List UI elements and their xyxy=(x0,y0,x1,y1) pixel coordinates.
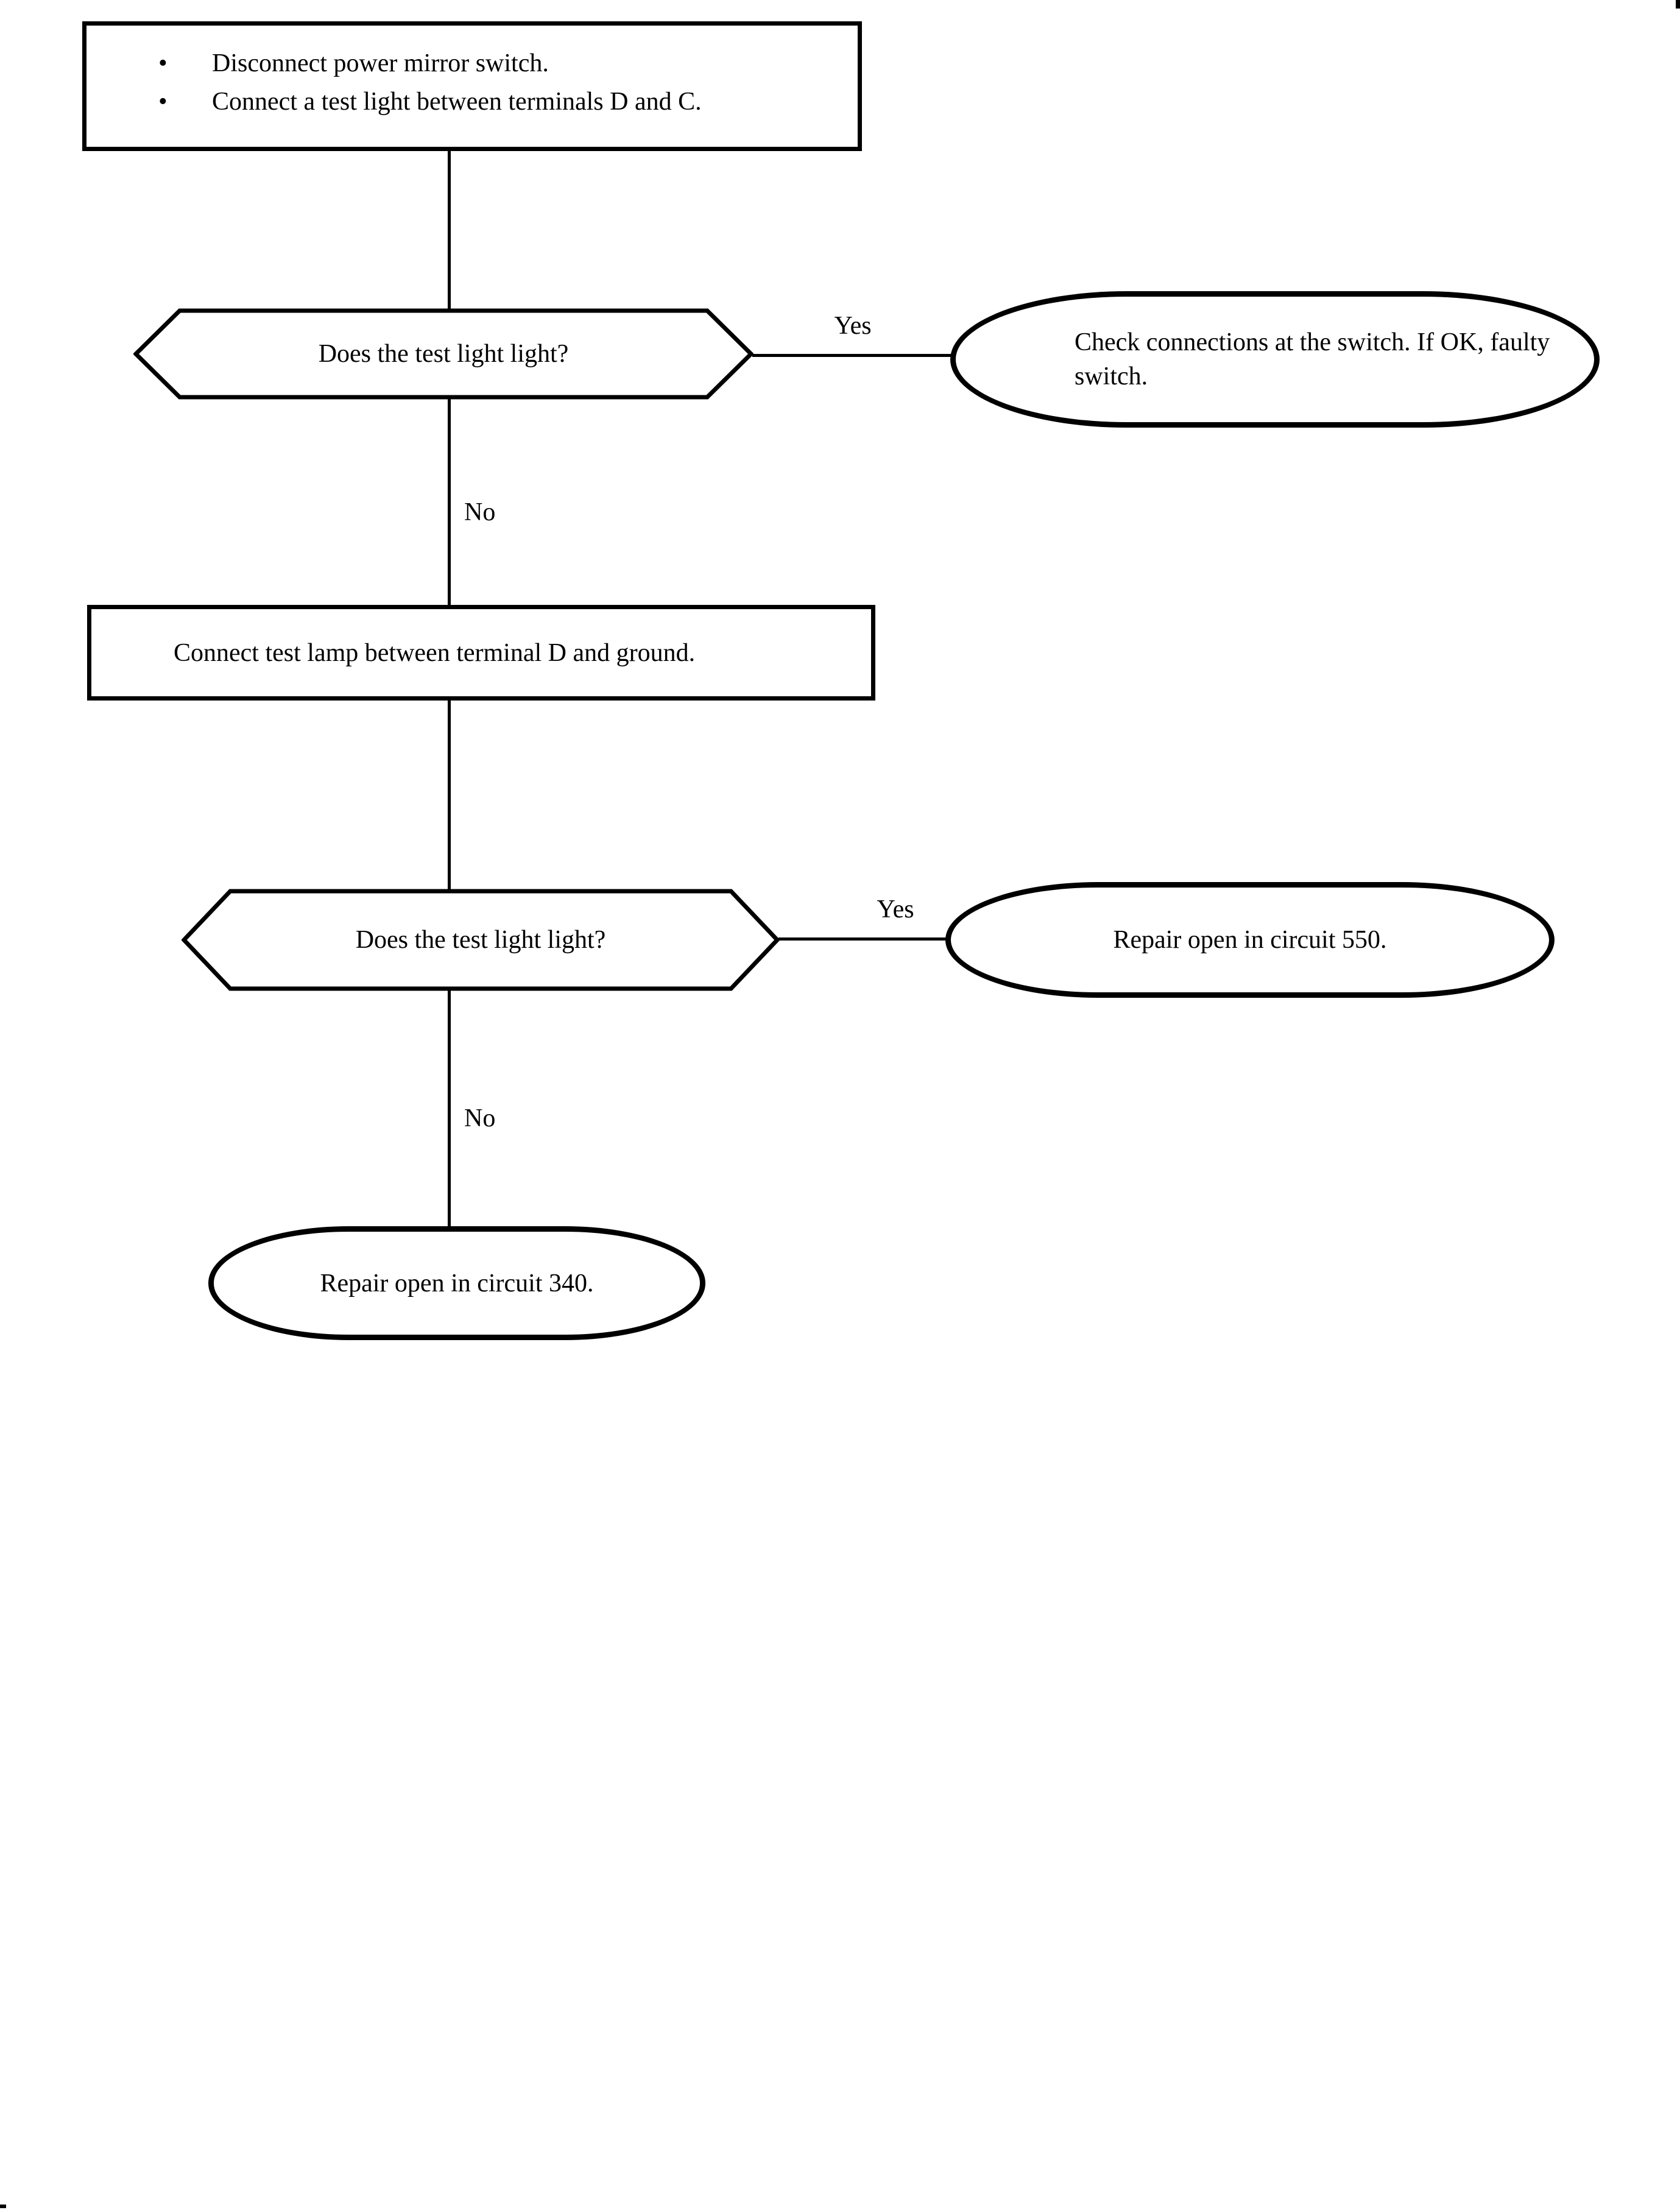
connector-decision2-yes-to-result550 xyxy=(778,937,948,941)
start-box: • Disconnect power mirror switch. • Conn… xyxy=(82,21,862,151)
connector-decision1-no-to-process2 xyxy=(448,398,451,606)
start-box-bullet-row-2: • Connect a test light between terminals… xyxy=(158,82,845,121)
decision-1-hexagon: Does the test light light? xyxy=(133,308,754,400)
hexagon-outline xyxy=(182,889,780,991)
decision-1-question: Does the test light light? xyxy=(318,340,569,368)
connector-decision2-no-to-result340 xyxy=(448,990,451,1227)
result-circuit-550-text: Repair open in circuit 550. xyxy=(1113,926,1387,954)
bullet-icon: • xyxy=(158,49,168,77)
process-2-box: Connect test lamp between terminal D and… xyxy=(87,605,875,701)
scan-artifact xyxy=(0,2205,6,2208)
result-check-connections-text: Check connections at the switch. If OK, … xyxy=(1075,328,1550,390)
result-circuit-340-text: Repair open in circuit 340. xyxy=(320,1269,594,1297)
connector-process2-to-decision2 xyxy=(448,699,451,890)
decision-1-yes-label: Yes xyxy=(834,312,872,340)
decision-2-yes-label: Yes xyxy=(877,895,914,923)
decision-2-question: Does the test light light? xyxy=(355,926,606,954)
decision-2-hexagon: Does the test light light? xyxy=(182,889,780,991)
connector-startbox-to-decision1 xyxy=(448,151,451,311)
connector-decision1-yes-to-resultswitch xyxy=(752,354,953,357)
decision-2-no-label: No xyxy=(464,1104,496,1132)
result-check-connections-oval: Check connections at the switch. If OK, … xyxy=(950,291,1600,428)
start-box-step-1: Disconnect power mirror switch. xyxy=(212,49,549,77)
start-box-bullet-row-1: • Disconnect power mirror switch. xyxy=(158,44,845,82)
start-box-step-2: Connect a test light between terminals D… xyxy=(212,87,702,116)
bullet-icon: • xyxy=(158,87,168,116)
scan-artifact xyxy=(1676,0,1680,9)
process-2-text: Connect test lamp between terminal D and… xyxy=(174,638,696,667)
hexagon-outline xyxy=(133,308,754,400)
result-circuit-340-oval: Repair open in circuit 340. xyxy=(208,1226,705,1340)
start-box-bullet-list: • Disconnect power mirror switch. • Conn… xyxy=(86,26,858,121)
decision-1-no-label: No xyxy=(464,498,496,526)
result-circuit-550-oval: Repair open in circuit 550. xyxy=(945,882,1555,998)
